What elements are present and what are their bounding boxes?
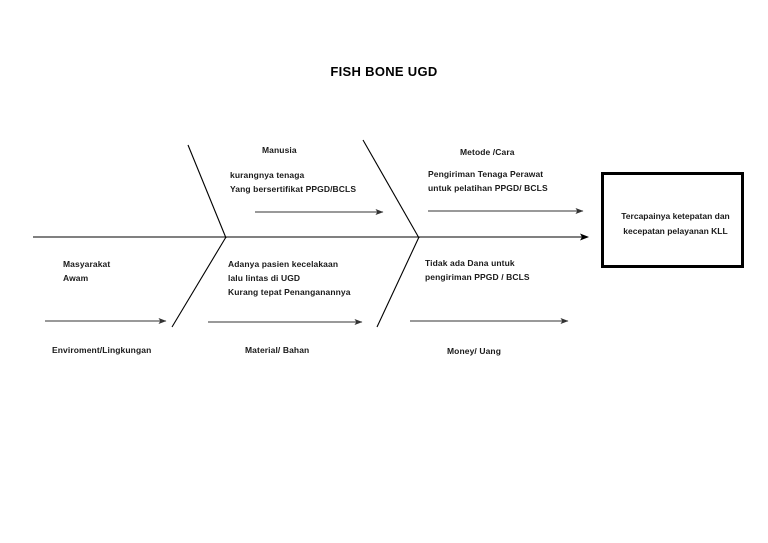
category-heading-manusia: Manusia (262, 145, 297, 155)
causes-money: Tidak ada Dana untuk pengiriman PPGD / B… (425, 258, 530, 282)
effect-box: Tercapainya ketepatan dan kecepatan pela… (601, 172, 744, 268)
bone-manusia (187, 144, 227, 239)
causes-manusia: kurangnya tenaga Yang bersertifikat PPGD… (230, 170, 357, 194)
bone-money (376, 236, 420, 328)
category-heading-environment: Enviroment/Lingkungan (52, 345, 152, 355)
page-title: FISH BONE UGD (330, 64, 438, 79)
category-heading-masyarakat: Masyarakat Awam (63, 259, 111, 283)
causes-material: Adanya pasien kecelakaan lalu lintas di … (228, 259, 351, 297)
category-heading-money: Money/ Uang (447, 346, 501, 356)
bone-metode (362, 139, 420, 239)
effect-text: Tercapainya ketepatan dan kecepatan pela… (621, 211, 730, 236)
category-heading-metode: Metode /Cara (460, 147, 515, 157)
category-heading-material: Material/ Bahan (245, 345, 310, 355)
bone-material (171, 236, 227, 328)
causes-metode: Pengiriman Tenaga Perawat untuk pelatiha… (428, 169, 548, 193)
